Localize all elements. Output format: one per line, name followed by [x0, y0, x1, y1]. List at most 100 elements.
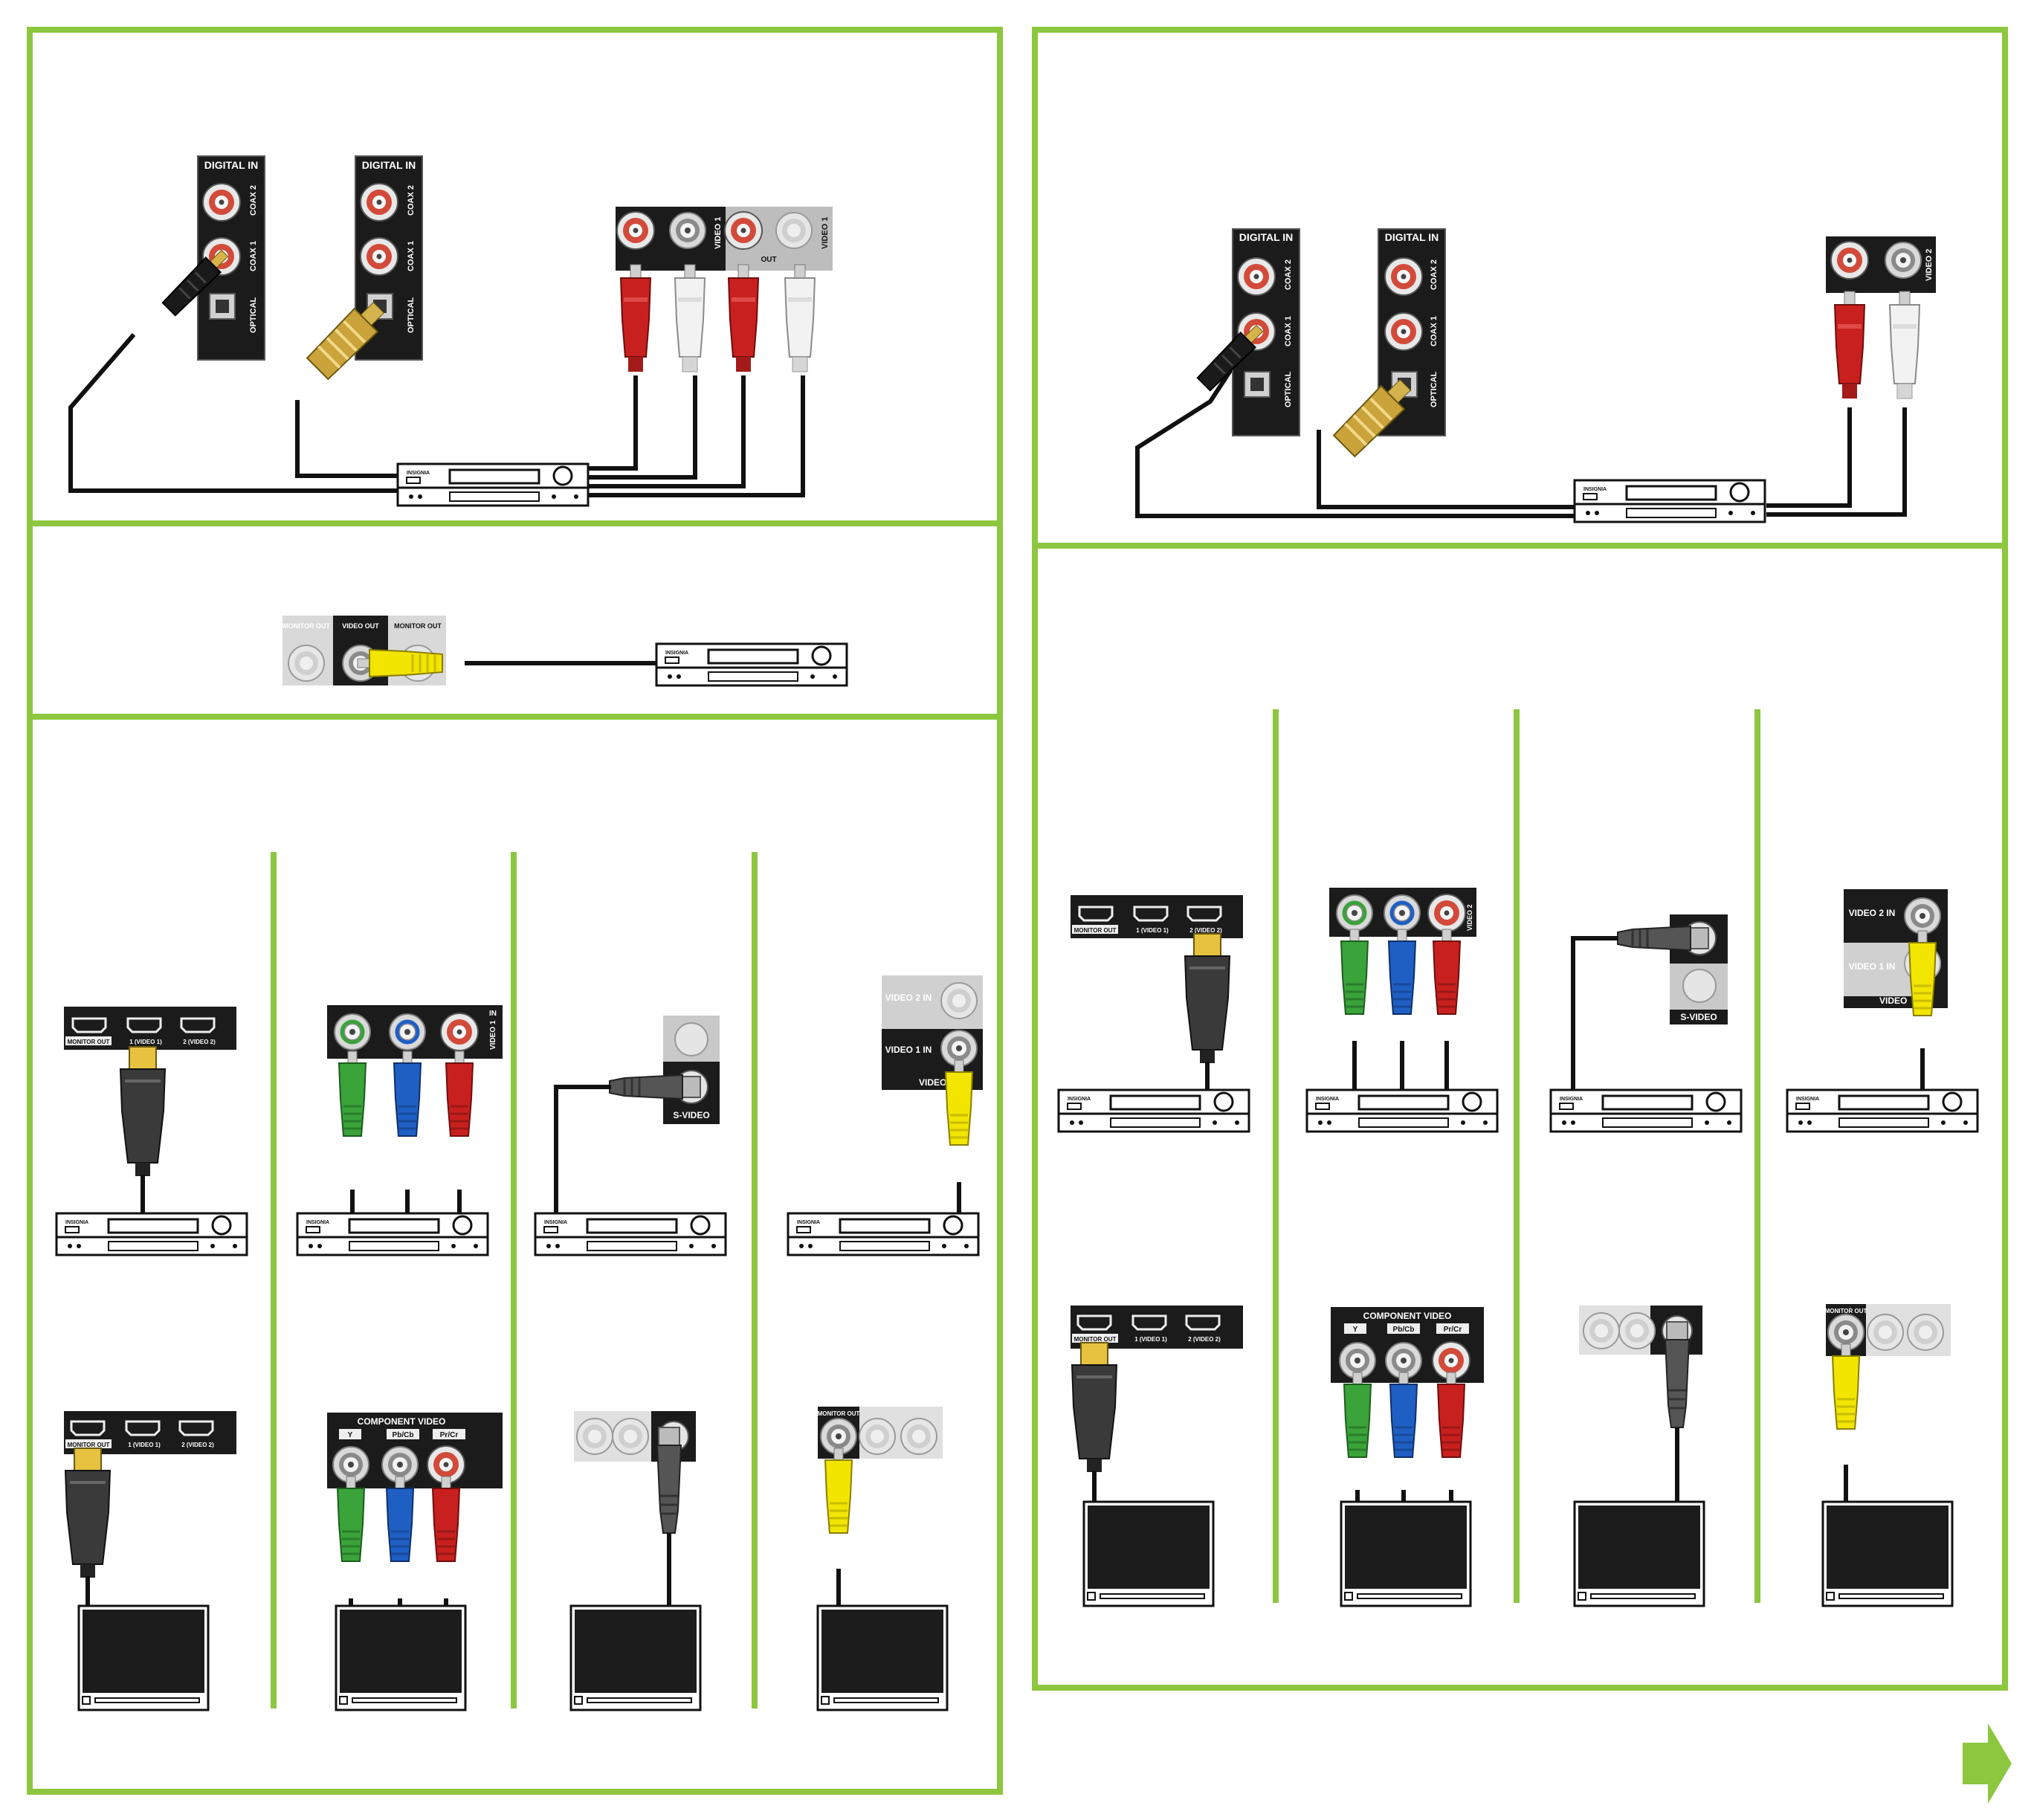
comp-pr-label: Pr/Cr [440, 1431, 459, 1439]
digital-in-panel-2: DIGITAL IN COAX 2 COAX 1 OPTICAL [304, 155, 423, 382]
hdmi-in2-label: 2 (VIDEO 2) [183, 1039, 216, 1045]
tv-monitor-icon [1340, 1500, 1472, 1607]
out-label: OUT [761, 256, 776, 264]
monitor-out-label: MONITOR OUT [68, 1442, 110, 1448]
video1-label: VIDEO 1 [714, 217, 723, 249]
video1-in-label: VIDEO 1 IN [885, 1045, 932, 1055]
digital-in-label: DIGITAL IN [1239, 231, 1294, 243]
monitor-out-label: MONITOR OUT [1074, 927, 1117, 934]
receiver-icon: INSIGNIA [296, 1212, 489, 1256]
in-label: IN [489, 1010, 497, 1018]
svg-text:INSIGNIA: INSIGNIA [407, 471, 430, 476]
digital-in-label: DIGITAL IN [204, 159, 259, 171]
hdmi-in1-label: 1 (VIDEO 1) [1134, 1336, 1167, 1343]
receiver-icon: INSIGNIA [534, 1212, 727, 1256]
comp-y-label: Y [348, 1431, 353, 1439]
panel-frames [27, 27, 2008, 1795]
s-video-column: S-VIDEO INSIGNIA [534, 1016, 727, 1711]
comp-pb-label: Pb/Cb [1393, 1326, 1415, 1334]
svg-text:INSIGNIA: INSIGNIA [65, 1220, 88, 1225]
panel-video-connections-right: MONITOR OUT 1 (VIDEO 1) 2 (VIDEO 2) INSI… [1057, 888, 1979, 1607]
coax1-label: COAX 1 [1284, 316, 1293, 346]
s-video-column: S-VIDEO INSIGNIA [1549, 914, 1743, 1607]
tv-monitor-icon [816, 1604, 949, 1711]
analog-audio-panel: VIDEO 2 [1826, 236, 1936, 399]
monitor-out-label: MONITOR OUT [1825, 1308, 1867, 1314]
digital-in-panel: DIGITAL IN COAX 2 COAX 1 OPTICAL [160, 155, 265, 361]
panel-video-connections-left: MONITOR OUT 1 (VIDEO 1) 2 (VIDEO 2) INSI… [55, 975, 983, 1711]
svg-text:INSIGNIA: INSIGNIA [544, 1220, 567, 1225]
receiver-icon: INSIGNIA [1305, 1088, 1499, 1133]
right-arrow-icon[interactable] [1963, 1723, 2012, 1804]
s-video-label: S-VIDEO [673, 1110, 709, 1120]
tv-monitor-icon [1821, 1500, 1954, 1607]
panel-audio-connections: DIGITAL IN COAX 2 COAX 1 OPTICAL DIGITAL… [68, 155, 833, 507]
receiver-icon: INSIGNIA [787, 1212, 980, 1256]
video-label: VIDEO [1879, 995, 1907, 1006]
monitor-out-label: MONITOR OUT [68, 1039, 110, 1045]
composite-column: VIDEO 2 IN VIDEO 1 IN VIDEO INSIGNIA MON… [787, 975, 983, 1711]
svg-text:INSIGNIA: INSIGNIA [1316, 1097, 1339, 1102]
video2-in-label: VIDEO 2 IN [1849, 908, 1896, 918]
hdmi-in1-label: 1 (VIDEO 1) [1136, 927, 1169, 934]
svg-text:INSIGNIA: INSIGNIA [1796, 1097, 1819, 1102]
monitor-out-label: MONITOR OUT [1074, 1336, 1117, 1343]
component-column: VIDEO 2 INSIGNIA COMPONENT VIDEO Y Pb/Cb… [1305, 888, 1499, 1607]
coax2-label: COAX 2 [407, 185, 416, 216]
comp-y-label: Y [1353, 1326, 1358, 1334]
comp-pr-label: Pr/Cr [1444, 1326, 1462, 1334]
video2-label: VIDEO 2 [1925, 249, 1934, 281]
svg-text:INSIGNIA: INSIGNIA [665, 651, 688, 656]
tv-monitor-icon [1573, 1500, 1705, 1607]
video2-in-label: VIDEO 2 IN [885, 993, 932, 1003]
monitor-out-label: MONITOR OUT [818, 1410, 860, 1417]
receiver-icon: INSIGNIA [1549, 1088, 1743, 1133]
video2-label: VIDEO 2 [1466, 904, 1473, 931]
tv-monitor-icon [1082, 1500, 1215, 1607]
digital-in-label: DIGITAL IN [1385, 231, 1439, 243]
hdmi-column: MONITOR OUT 1 (VIDEO 1) 2 (VIDEO 2) INSI… [55, 1007, 248, 1711]
receiver-icon: INSIGNIA [396, 462, 590, 507]
digital-in-label: DIGITAL IN [362, 159, 416, 171]
video-out-label: VIDEO OUT [342, 622, 379, 630]
panel-audio-connections-right: DIGITAL IN COAX 2 COAX 1 OPTICAL DIGITAL… [1135, 228, 1936, 523]
hdmi-in2-label: 2 (VIDEO 2) [1188, 1336, 1221, 1343]
receiver-icon: INSIGNIA [655, 642, 848, 687]
video1-label: VIDEO 1 [821, 217, 830, 249]
monitor-out-label: MONITOR OUT [282, 622, 330, 630]
coax2-label: COAX 2 [1430, 259, 1439, 290]
hdmi-in2-label: 2 (VIDEO 2) [1189, 927, 1222, 934]
video1-in-label: VIDEO 1 IN [1849, 961, 1896, 972]
optical-label: OPTICAL [1430, 371, 1439, 407]
hdmi-column: MONITOR OUT 1 (VIDEO 1) 2 (VIDEO 2) INSI… [1057, 895, 1250, 1607]
composite-column: VIDEO 2 IN VIDEO 1 IN VIDEO INSIGNIA MON… [1786, 889, 1979, 1607]
receiver-icon: INSIGNIA [1573, 479, 1766, 523]
tv-monitor-icon [335, 1604, 467, 1711]
analog-audio-panel: VIDEO 1 VIDEO 1 OUT [616, 207, 833, 372]
component-column: VIDEO 1 IN INSIGNIA COMPONENT VIDEO Y Pb… [296, 1005, 503, 1711]
monitor-out-label: MONITOR OUT [394, 622, 442, 630]
video-label: VIDEO [919, 1077, 946, 1088]
video1-label: VIDEO 1 [489, 1020, 497, 1050]
svg-text:INSIGNIA: INSIGNIA [306, 1220, 329, 1225]
coax1-label: COAX 1 [249, 241, 258, 271]
svg-text:INSIGNIA: INSIGNIA [1068, 1097, 1091, 1102]
receiver-icon: INSIGNIA [55, 1212, 248, 1256]
optical-label: OPTICAL [407, 297, 416, 333]
component-video-label: COMPONENT VIDEO [358, 1416, 446, 1427]
hdmi-in2-label: 2 (VIDEO 2) [181, 1442, 214, 1448]
svg-text:INSIGNIA: INSIGNIA [797, 1220, 820, 1225]
optical-label: OPTICAL [1284, 371, 1293, 407]
component-video-label: COMPONENT VIDEO [1363, 1311, 1452, 1321]
tv-monitor-icon [77, 1604, 210, 1711]
hdmi-in1-label: 1 (VIDEO 1) [129, 1039, 162, 1045]
digital-in-panel-2: DIGITAL IN COAX 2 COAX 1 OPTICAL [1331, 228, 1446, 459]
panel-video-out: MONITOR OUT VIDEO OUT MONITOR OUT INSIGN… [282, 616, 848, 687]
optical-label: OPTICAL [249, 297, 258, 333]
coax2-label: COAX 2 [249, 185, 258, 216]
coax1-label: COAX 1 [407, 241, 416, 271]
coax1-label: COAX 1 [1430, 316, 1439, 346]
comp-pb-label: Pb/Cb [393, 1431, 414, 1439]
coax2-label: COAX 2 [1284, 259, 1293, 290]
